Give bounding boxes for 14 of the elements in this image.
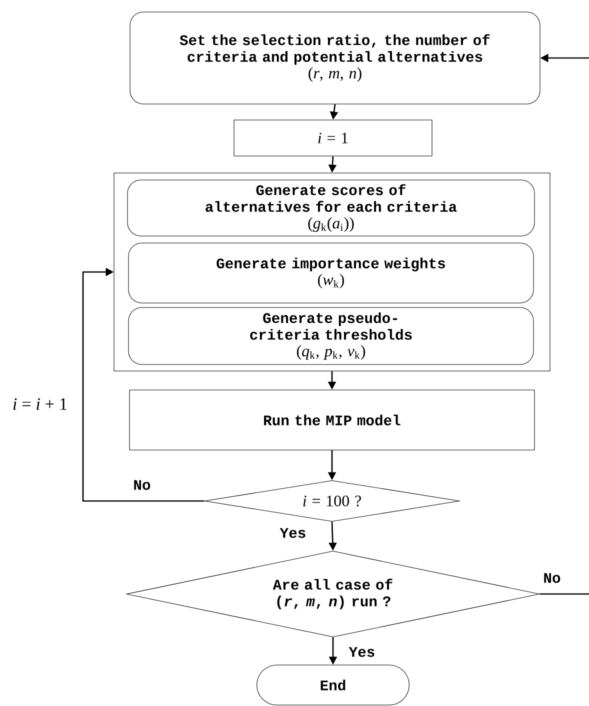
process-box: Run the MIP model [129, 390, 535, 450]
edge-label: Yes [278, 526, 308, 540]
arrow [82, 268, 204, 502]
process-box: Generate importance weights (w$_{k}$) [128, 242, 534, 304]
process-box: i = 1 [234, 120, 432, 156]
process-box: Generate scores of alternatives for each criteria (g$_{k}$(a$_{i}$)) [127, 180, 535, 236]
group-box [114, 172, 550, 372]
terminal-box: End [256, 664, 410, 706]
edge-label: No [132, 478, 152, 492]
process-box: Set the selection ratio, the number of criteria and potential alternatives (r, m, n) [130, 12, 540, 104]
process-box: Generate pseudo-criteria thresholds (q$_{k}$, p$_{k}$, v$_{k}$) [128, 307, 534, 365]
loop-label: i = i + 1 [13, 398, 67, 410]
edge-label: Yes [347, 646, 377, 658]
edge-label: No [542, 572, 562, 584]
